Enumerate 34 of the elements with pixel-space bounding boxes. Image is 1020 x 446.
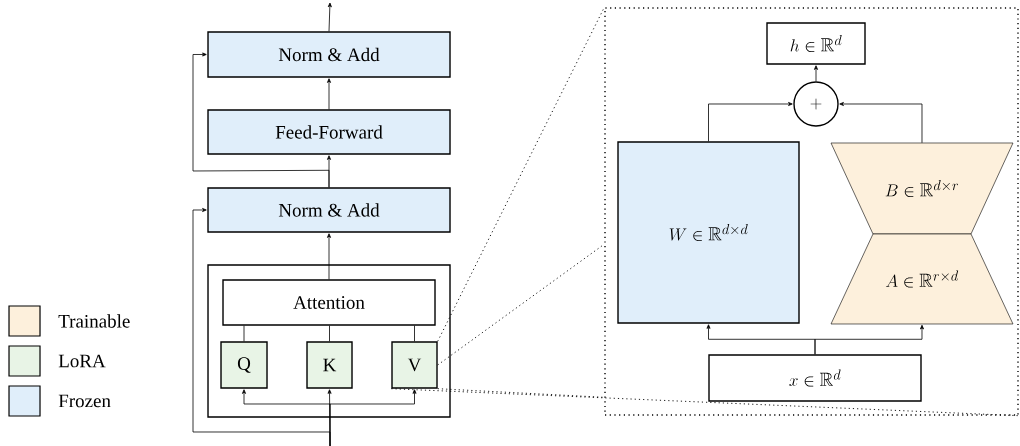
zoom-line bbox=[437, 388, 605, 398]
zoom-line bbox=[390, 388, 1020, 417]
legend-label: Trainable bbox=[58, 314, 130, 328]
arrow bbox=[839, 102, 923, 144]
arrow bbox=[814, 324, 924, 355]
arrow bbox=[327, 233, 331, 280]
norm-add-box: Norm & Add bbox=[207, 187, 451, 233]
arrow bbox=[192, 52, 330, 188]
node-label: $B \in \mathbb{R}^{d\times r}$ bbox=[885, 180, 959, 197]
zoom-line bbox=[437, 243, 605, 366]
attention-box: Attention bbox=[222, 279, 436, 326]
value-box: V bbox=[391, 341, 438, 389]
norm-add-box: Norm & Add bbox=[207, 31, 451, 78]
output-box: $h \in \mathbb{R}^{d}$ bbox=[766, 22, 866, 65]
arrow bbox=[814, 65, 818, 82]
input-box: $x \in \mathbb{R}^{d}$ bbox=[708, 354, 922, 402]
legend-label: LoRA bbox=[58, 354, 106, 368]
key-box: K bbox=[306, 341, 353, 389]
attention-block bbox=[207, 264, 451, 418]
lora-b-trapezoid: $B \in \mathbb{R}^{d\times r}$ bbox=[830, 142, 1014, 235]
line bbox=[329, 325, 330, 342]
arrow bbox=[327, 2, 332, 32]
arrow bbox=[329, 389, 417, 446]
lora-a-trapezoid: $A \in \mathbb{R}^{r\times d}$ bbox=[830, 233, 1014, 325]
arrow bbox=[708, 102, 793, 142]
feed-forward-box: Feed-Forward bbox=[207, 109, 451, 155]
zoom-line bbox=[437, 6, 605, 342]
zoom-panel bbox=[604, 7, 1019, 416]
arrow bbox=[327, 78, 331, 110]
line bbox=[243, 325, 245, 342]
line bbox=[414, 325, 415, 342]
legend-label: Frozen bbox=[58, 394, 111, 408]
query-box: Q bbox=[220, 341, 268, 389]
weight-matrix-box: $W \in \mathbb{R}^{d\times d}$ bbox=[617, 141, 800, 324]
